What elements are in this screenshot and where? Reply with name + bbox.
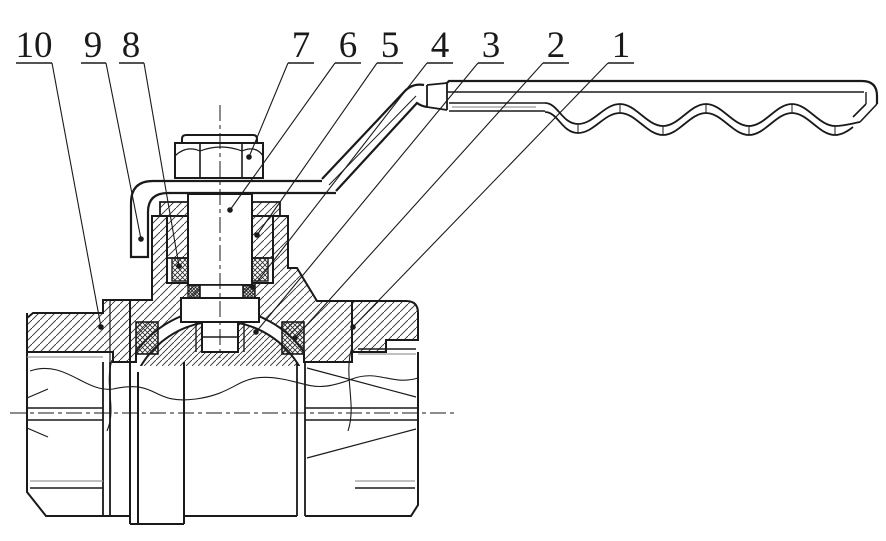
- leader-line: [256, 62, 378, 236]
- leader-line: [51, 62, 102, 328]
- leader-line: [255, 62, 479, 333]
- callout-number-3: 3: [482, 25, 501, 66]
- leader-line: [248, 62, 289, 158]
- callout-5: 5: [254, 25, 403, 238]
- stem-seal-left: [187, 284, 201, 299]
- leader-line: [294, 62, 544, 339]
- centerlines: [10, 105, 455, 414]
- callout-1: 1: [350, 25, 634, 330]
- leader-dot: [250, 284, 256, 290]
- handle-hub: [426, 82, 448, 111]
- leader-dot: [350, 324, 356, 330]
- callout-3: 3: [253, 25, 504, 335]
- leader-dot: [98, 324, 104, 330]
- body-right-end-section: [351, 300, 419, 353]
- seat-ring-left: [135, 321, 159, 355]
- break-lines-horizontal: [29, 367, 419, 401]
- callout-number-9: 9: [84, 25, 103, 66]
- right-thread-taper: [306, 367, 417, 459]
- handle-end-chamfer: [852, 103, 878, 123]
- stem-groove: [199, 284, 244, 299]
- callout-number-2: 2: [547, 25, 566, 66]
- grip-bend-ticks: [577, 104, 836, 135]
- leader-line: [105, 62, 142, 240]
- callout-4: 4: [250, 25, 453, 290]
- packing-right: [251, 257, 269, 282]
- callout-number-7: 7: [292, 25, 311, 66]
- left-end-chamfers: [26, 388, 49, 438]
- callout-7: 7: [246, 25, 314, 160]
- nut-body: [174, 142, 264, 179]
- thread-root-lines: [27, 353, 416, 482]
- left-end-silhouette: [26, 313, 130, 517]
- hex-nut: [174, 134, 264, 179]
- callout-2: 2: [292, 25, 569, 341]
- nut-chamfer-arcs: [174, 146, 264, 157]
- right-joint-lines: [296, 362, 306, 516]
- leader-dot: [227, 207, 233, 213]
- callout-number-5: 5: [381, 25, 400, 66]
- callout-number-8: 8: [122, 25, 141, 66]
- leader-dot: [176, 263, 182, 269]
- callouts: 10 9 8 7 6 5: [16, 25, 634, 341]
- callout-9: 9: [81, 25, 144, 242]
- break-lines-vertical: [106, 346, 353, 432]
- handle-plate-and-stop-bracket: [129, 179, 336, 259]
- callout-6: 6: [227, 25, 361, 213]
- gland-nut-left: [159, 201, 189, 259]
- handle-neck-inner: [335, 101, 428, 192]
- leader-line: [229, 62, 336, 211]
- leader-dot: [292, 335, 298, 341]
- leader-dot: [254, 232, 260, 238]
- seat-rings: [135, 321, 305, 355]
- thread-crest-lines: [27, 348, 416, 353]
- right-end-silhouette: [305, 352, 419, 517]
- body-exterior: [26, 313, 419, 525]
- callout-number-10: 10: [16, 25, 53, 66]
- leader-dot: [253, 329, 259, 335]
- callout-number-1: 1: [612, 25, 631, 66]
- leader-line: [252, 62, 428, 288]
- handle: [129, 79, 879, 259]
- flow-bore: [122, 366, 318, 524]
- leader-dot: [138, 236, 144, 242]
- handle-bar-top: [446, 79, 879, 104]
- grip-straight-edges: [449, 102, 545, 112]
- callout-10: 10: [16, 25, 104, 330]
- bore-silhouette-lines: [27, 407, 418, 421]
- callout-8: 8: [119, 25, 182, 269]
- callout-number-4: 4: [431, 25, 450, 66]
- leader-dot: [246, 154, 252, 160]
- packing-left: [171, 257, 189, 282]
- center-bottom-band: [129, 362, 185, 525]
- leader-line: [143, 62, 180, 267]
- callout-number-6: 6: [339, 25, 358, 66]
- grip-wave-lower: [544, 111, 854, 136]
- leader-line: [352, 62, 609, 328]
